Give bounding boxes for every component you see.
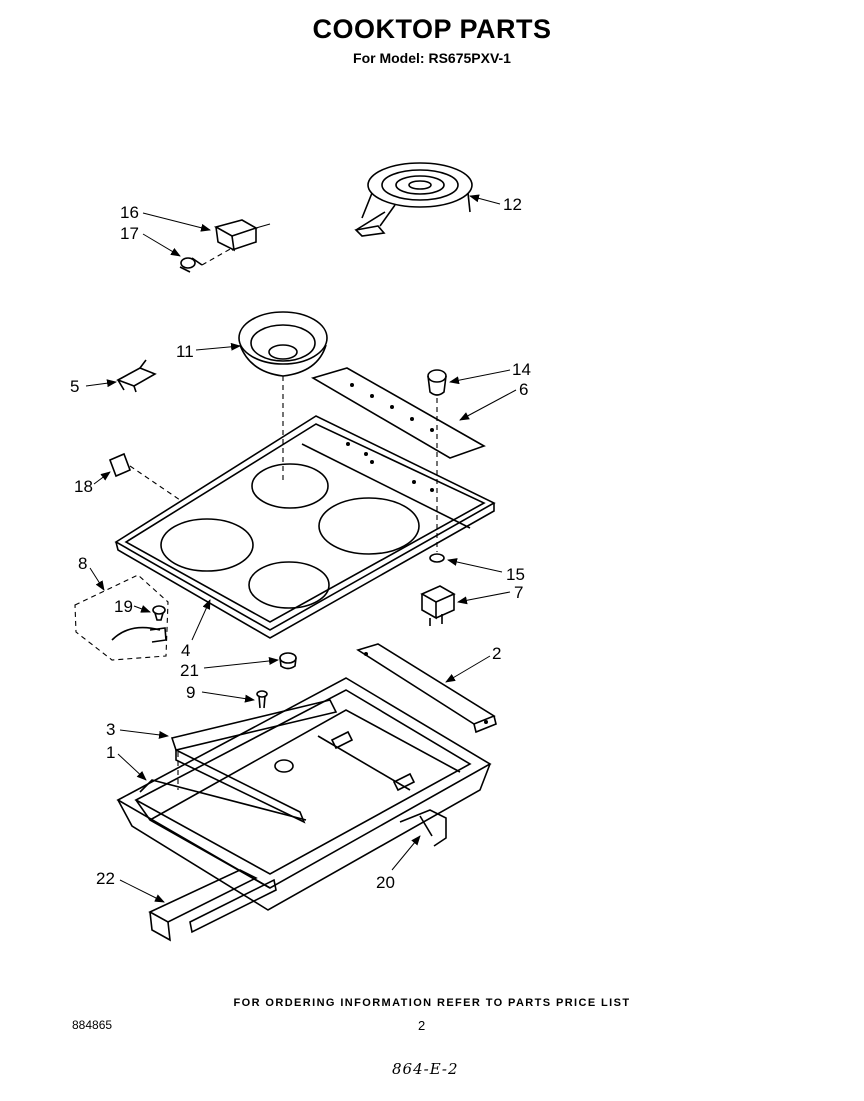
- leader-9: [201, 691, 255, 703]
- leader-19: [133, 605, 151, 613]
- callout-20: 20: [376, 873, 395, 892]
- callout-5: 5: [70, 377, 79, 396]
- callout-2: 2: [492, 644, 501, 663]
- terminal-block-16: [213, 219, 271, 252]
- leader-12: [469, 194, 501, 205]
- leader-2: [445, 655, 491, 683]
- leader-21: [203, 656, 279, 669]
- base-bracket-22: [148, 869, 277, 942]
- screw-17: [179, 247, 233, 273]
- callout-12: 12: [503, 195, 522, 214]
- leader-5: [85, 379, 117, 388]
- front-channel-20: [399, 809, 447, 847]
- screw-19: [152, 605, 166, 621]
- callout-7: 7: [514, 583, 523, 602]
- page-title: COOKTOP PARTS: [312, 14, 552, 44]
- callout-17: 17: [120, 224, 139, 243]
- leader-8: [89, 567, 105, 591]
- page-number: 2: [418, 1018, 426, 1033]
- cooktop-box-1: [116, 677, 492, 911]
- washer-15: [429, 553, 445, 563]
- callout-3: 3: [106, 720, 115, 739]
- grommet-21: [279, 652, 297, 670]
- switch-18: [108, 452, 181, 501]
- leader-3: [119, 729, 169, 739]
- infinite-switch-7: [420, 585, 456, 626]
- surface-element-12: [354, 162, 473, 237]
- clip-5: [116, 359, 157, 393]
- callout-19: 19: [114, 597, 133, 616]
- leader-7: [457, 591, 511, 605]
- model-subtitle: For Model: RS675PXV-1: [353, 50, 511, 66]
- rear-bracket-2: [356, 643, 497, 734]
- wire-harness-group-8: [74, 574, 169, 661]
- leader-4: [191, 599, 211, 641]
- callout-9: 9: [186, 683, 195, 702]
- callout-15: 15: [506, 565, 525, 584]
- callout-4: 4: [181, 641, 190, 660]
- leader-14: [449, 369, 511, 385]
- leader-22: [119, 879, 165, 903]
- screw-9: [256, 690, 268, 709]
- callout-6: 6: [519, 380, 528, 399]
- cross-brace-3: [139, 699, 338, 824]
- ordering-info-note: FOR ORDERING INFORMATION REFER TO PARTS …: [233, 997, 631, 1009]
- control-panel-6: [310, 367, 486, 459]
- callout-labels: 16 17 12 11 5 14 6 18 15 7 8 19 4 21 9 2…: [70, 195, 531, 892]
- control-knob-14: [427, 369, 447, 552]
- callout-leaders: [85, 194, 517, 903]
- leader-1: [117, 753, 147, 781]
- leader-20: [391, 835, 421, 871]
- leader-11: [195, 342, 241, 351]
- leader-18: [93, 471, 111, 485]
- callout-11: 11: [176, 342, 194, 361]
- callout-21: 21: [180, 661, 199, 680]
- leader-17: [142, 233, 181, 257]
- callout-16: 16: [120, 203, 139, 222]
- leader-16: [142, 212, 211, 232]
- callout-1: 1: [106, 743, 115, 762]
- drip-bowl-11: [238, 311, 328, 480]
- callout-8: 8: [78, 554, 87, 573]
- cooktop-main-top-4: [114, 415, 496, 639]
- document-number: 884865: [72, 1018, 113, 1032]
- leader-6: [459, 389, 517, 421]
- callout-14: 14: [512, 360, 531, 379]
- callout-18: 18: [74, 477, 93, 496]
- leader-15: [447, 558, 503, 573]
- callout-22: 22: [96, 869, 115, 888]
- handwritten-reference: 864-E-2: [392, 1060, 459, 1078]
